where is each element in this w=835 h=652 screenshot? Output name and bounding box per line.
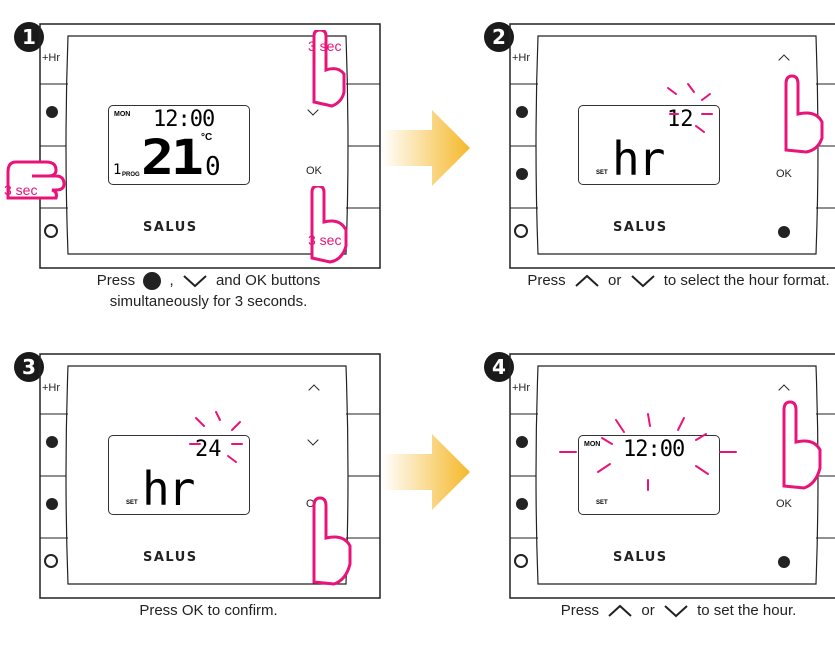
gear-icon[interactable] <box>44 224 58 238</box>
step-1: 1 +Hr OK SALUS MON 12:00 1 PROG 21 °C 0 … <box>0 0 417 322</box>
arrow-right-icon[interactable] <box>778 226 790 238</box>
brand-logo: SALUS <box>143 550 198 565</box>
step-3: 3 +Hr OK SALUS 24 hr SET <box>0 330 417 652</box>
brand-logo: SALUS <box>613 220 668 235</box>
hand-pointer-icon <box>310 186 348 264</box>
thermostat-device: +Hr OK SALUS 12 hr SET <box>498 22 835 270</box>
hand-pointer-icon <box>6 160 66 200</box>
lcd-set-label: SET <box>596 500 608 506</box>
blink-rays <box>667 83 713 133</box>
lcd-screen: 24 hr SET <box>108 435 250 515</box>
chevron-down-icon <box>183 275 207 288</box>
arrow-right-icon[interactable] <box>778 556 790 568</box>
snowflake-icon[interactable] <box>516 168 528 180</box>
lcd-day: MON <box>584 441 601 448</box>
hr-button-label: +Hr <box>42 382 61 394</box>
lcd-unit: °C <box>201 132 213 143</box>
thermostat-body <box>509 23 835 269</box>
hand-mode-button[interactable] <box>46 436 58 448</box>
hr-button-label: +Hr <box>512 382 531 394</box>
hand-pointer-icon <box>784 74 824 154</box>
lcd-hr-text: hr <box>612 132 665 186</box>
thermostat-device: +Hr OK SALUS MON 12:00 1 PROG 21 °C 0 <box>28 22 382 270</box>
step-caption: Press OK to confirm. <box>139 602 278 619</box>
caption-text: buttons <box>271 272 321 289</box>
step-number-badge: 4 <box>484 352 514 382</box>
caption-text: to set the hour. <box>697 602 797 619</box>
lcd-hr-text: hr <box>142 462 195 516</box>
lcd-set-label: SET <box>596 170 608 176</box>
caption-text: or <box>608 272 622 289</box>
step-number-badge: 2 <box>484 22 514 52</box>
caption-text: OK <box>245 272 267 289</box>
lcd-prog-label: PROG <box>122 172 140 178</box>
lcd-screen: MON 12:00 1 PROG 21 °C 0 <box>108 105 250 185</box>
snowflake-icon[interactable] <box>46 498 58 510</box>
arrow-right-icon <box>382 110 470 186</box>
blink-rays <box>559 413 737 491</box>
gear-icon[interactable] <box>514 554 528 568</box>
ok-button[interactable]: OK <box>776 168 792 180</box>
lcd-screen: MON 12:00 SET <box>578 435 720 515</box>
lcd-time: 12:00 <box>623 437 685 462</box>
lcd-set-label: SET <box>126 500 138 506</box>
gear-icon[interactable] <box>514 224 528 238</box>
step-4: 4 +Hr OK SALUS MON 12:00 SET <box>470 330 835 652</box>
caption-text: or <box>641 602 655 619</box>
hand-icon <box>143 272 162 291</box>
lcd-temperature-decimal: 0 <box>205 152 221 182</box>
step-caption: Press or to select the hour format. <box>470 270 835 291</box>
step-caption: Press or to set the hour. <box>470 600 835 621</box>
hold-duration-label: 3 sec <box>308 38 342 54</box>
thermostat-device: +Hr OK SALUS 24 hr SET <box>28 352 382 600</box>
caption-text: Press <box>527 272 566 289</box>
hand-pointer-icon <box>312 496 352 586</box>
thermostat-body <box>39 353 381 599</box>
caption-text: simultaneously for 3 seconds. <box>109 293 308 310</box>
caption-text: Press <box>96 272 136 289</box>
step-caption: Press , and OK buttons simultaneously fo… <box>0 270 417 312</box>
hand-mode-button[interactable] <box>516 436 528 448</box>
hold-duration-label: 3 sec <box>4 182 38 198</box>
chevron-down-icon <box>630 275 655 288</box>
snowflake-icon[interactable] <box>516 498 528 510</box>
lcd-screen: 12 hr SET <box>578 105 720 185</box>
blink-rays <box>189 411 243 463</box>
thermostat-body <box>509 353 835 599</box>
ok-button[interactable]: OK <box>776 498 792 510</box>
caption-text: Press <box>560 602 600 619</box>
lcd-temperature: 21 <box>141 130 204 186</box>
gear-icon[interactable] <box>44 554 58 568</box>
hand-mode-button[interactable] <box>516 106 528 118</box>
step-number-badge: 3 <box>14 352 44 382</box>
caption-text: and <box>215 272 241 289</box>
hr-button-label: +Hr <box>512 52 531 64</box>
chevron-down-icon <box>664 605 688 618</box>
ok-button[interactable]: OK <box>306 165 322 177</box>
step-2: 2 +Hr OK SALUS 12 hr SET <box>470 0 835 322</box>
hand-mode-button[interactable] <box>46 106 58 118</box>
arrow-right-icon <box>382 434 470 510</box>
lcd-prog-number: 1 <box>113 162 122 178</box>
hand-pointer-icon <box>312 30 346 108</box>
chevron-up-icon <box>575 274 599 287</box>
lcd-day: MON <box>114 111 131 118</box>
lcd-time: 12:00 <box>153 107 215 132</box>
hr-button-label: +Hr <box>42 52 61 64</box>
step-number-badge: 1 <box>14 22 44 52</box>
hold-duration-label: 3 sec <box>308 232 342 248</box>
lcd-hour-format: 24 <box>195 437 222 462</box>
caption-text: to select the hour format. <box>663 272 830 289</box>
brand-logo: SALUS <box>613 550 668 565</box>
brand-logo: SALUS <box>143 220 198 235</box>
thermostat-device: +Hr OK SALUS MON 12:00 SET <box>498 352 835 600</box>
caption-text: , <box>169 272 174 289</box>
chevron-up-icon <box>608 604 632 617</box>
hand-pointer-icon <box>782 400 822 490</box>
